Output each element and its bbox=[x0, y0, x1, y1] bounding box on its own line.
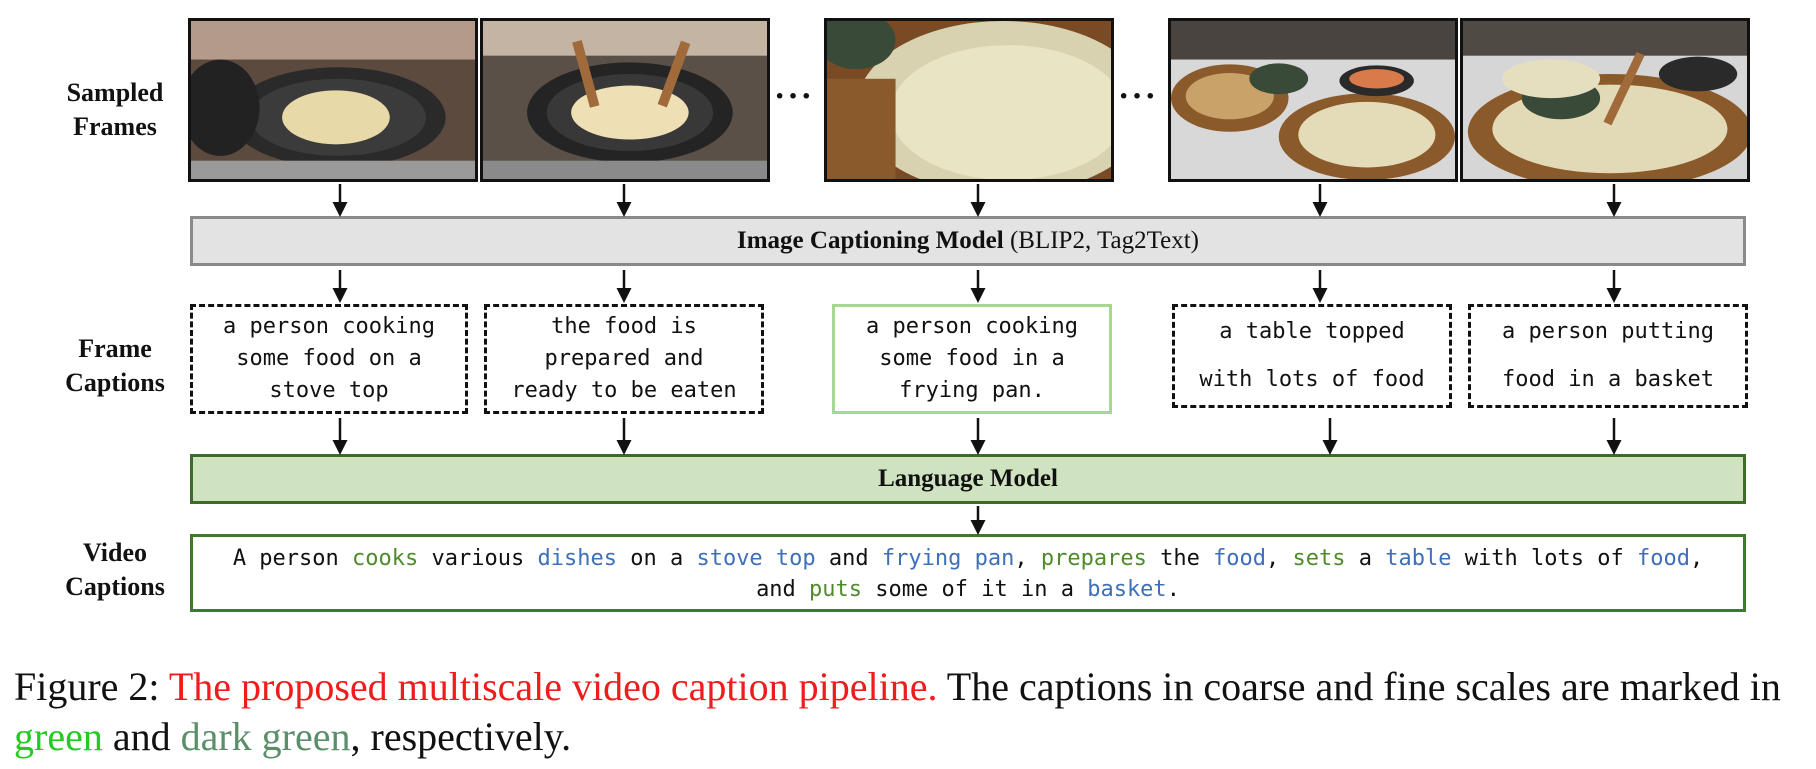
video-caption-segment: puts bbox=[809, 577, 863, 602]
frame-caption-5: a person putting food in a basket bbox=[1468, 304, 1748, 408]
image-captioning-model-examples: (BLIP2, Tag2Text) bbox=[1003, 227, 1199, 254]
video-captions-label: Video Captions bbox=[65, 538, 165, 601]
language-model-box: Language Model bbox=[190, 454, 1746, 504]
video-caption-segment: and bbox=[815, 546, 882, 571]
figure-caption-segment: The captions in coarse and fine scales a… bbox=[937, 664, 1791, 709]
video-caption-segment: cooks bbox=[352, 546, 419, 571]
video-caption-segment: dishes bbox=[537, 546, 617, 571]
video-caption-segment: the bbox=[1146, 546, 1214, 571]
figure-caption-segment: and bbox=[102, 714, 181, 759]
video-caption-segment: . bbox=[1166, 577, 1180, 602]
frame-5-icon bbox=[1460, 18, 1750, 182]
figure-caption: Figure 2: The proposed multiscale video … bbox=[14, 662, 1814, 762]
video-caption-segment: some of it in a bbox=[862, 577, 1088, 602]
video-caption-segment: sets bbox=[1292, 546, 1346, 571]
video-caption-segment: on a bbox=[616, 546, 697, 571]
video-caption-segment: food bbox=[1636, 546, 1690, 571]
video-caption-box: A person cooks various dishes on a stove… bbox=[190, 534, 1746, 612]
ellipsis-right: ··· bbox=[1118, 78, 1159, 115]
frame-caption-2: the food is prepared and ready to be eat… bbox=[484, 304, 764, 414]
ellipsis-left: ··· bbox=[774, 78, 815, 115]
image-captioning-model-title: Image Captioning Model bbox=[737, 227, 1004, 254]
video-caption-segment: with lots of bbox=[1451, 546, 1637, 571]
frame-1-icon bbox=[188, 18, 478, 182]
figure-caption-segment: Figure 2: bbox=[14, 664, 169, 709]
video-caption-segment: prepares bbox=[1040, 546, 1147, 571]
video-caption-segment: , and bbox=[756, 546, 1717, 602]
video-caption-segment: food bbox=[1213, 546, 1267, 571]
figure-caption-segment: green bbox=[14, 714, 103, 759]
frame-caption-1: a person cooking some food on a stove to… bbox=[190, 304, 468, 414]
video-caption-segment: frying pan bbox=[881, 546, 1015, 571]
video-caption-segment: , bbox=[1266, 546, 1293, 571]
frame-3-icon bbox=[824, 18, 1114, 182]
figure-caption-segment: , respectively. bbox=[350, 714, 572, 759]
figure-caption-segment: The proposed multiscale video caption pi… bbox=[168, 664, 938, 709]
image-captioning-model-box: Image Captioning Model (BLIP2, Tag2Text) bbox=[190, 216, 1746, 266]
frame-captions-label: Frame Captions bbox=[65, 334, 165, 397]
frame-2-icon bbox=[480, 18, 770, 182]
video-caption-segment: stove top bbox=[696, 546, 816, 571]
frame-caption-3: a person cooking some food in a frying p… bbox=[832, 304, 1112, 414]
video-caption-text: A person cooks various dishes on a stove… bbox=[233, 546, 1717, 602]
video-caption-segment: a bbox=[1345, 546, 1386, 571]
sampled-frames-label: Sampled Frames bbox=[66, 78, 164, 141]
video-caption-segment: A person bbox=[232, 546, 353, 571]
video-caption-segment: various bbox=[418, 546, 538, 571]
video-caption-segment: table bbox=[1385, 546, 1452, 571]
video-caption-segment: , bbox=[1014, 546, 1041, 571]
frame-4-icon bbox=[1168, 18, 1458, 182]
figure-caption-segment: dark green bbox=[180, 714, 351, 759]
frame-caption-4: a table topped with lots of food bbox=[1172, 304, 1452, 408]
video-caption-segment: basket bbox=[1087, 577, 1167, 602]
